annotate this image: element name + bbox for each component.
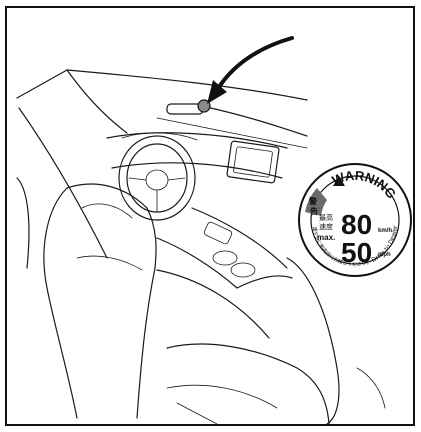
roof-line [67, 70, 307, 100]
pointer-arrow-shaft [217, 38, 292, 90]
floor-line [167, 385, 277, 408]
passenger-seat-back [287, 258, 339, 424]
steering-spokes [129, 178, 185, 212]
passenger-cushion [167, 344, 329, 424]
roof-left-line [17, 70, 67, 98]
kanji-bottom: 告 [310, 206, 318, 216]
unit-kmh: km/h [378, 228, 392, 234]
console-right [192, 208, 287, 268]
jp-speed-label-2: 速度 [319, 222, 333, 231]
cup-holder-2 [231, 263, 255, 277]
left-seat-edge [17, 178, 29, 268]
console-left [157, 238, 237, 288]
kanji-top: 警 [308, 196, 317, 206]
pointer-arrowhead-icon [207, 80, 227, 104]
driver-seat-top [67, 184, 156, 268]
illustration-frame: 警 告 ! WARNING 最高 速度 max. 80 km/h 50 mph … [5, 6, 415, 426]
door-detail [357, 368, 385, 408]
speed-kmh: 80 [341, 209, 372, 240]
cup-holder-1 [213, 251, 237, 265]
floor-detail [177, 403, 217, 424]
driver-seat-back [44, 188, 77, 418]
passenger-seat-top [237, 276, 292, 288]
steering-hub [146, 170, 168, 190]
speed-warning-label: 警 告 ! WARNING 最高 速度 max. 80 km/h 50 mph … [295, 160, 415, 280]
driver-seat-side [137, 268, 155, 418]
windshield-pillar [67, 70, 127, 133]
infotainment-display [233, 147, 272, 178]
driver-headrest-seam [82, 204, 132, 218]
a-pillar [19, 108, 107, 258]
jp-speed-label-1: 最高 [319, 213, 333, 222]
driver-seat-seam [77, 256, 142, 270]
dash-top-line [202, 106, 307, 136]
armrest [157, 270, 269, 338]
